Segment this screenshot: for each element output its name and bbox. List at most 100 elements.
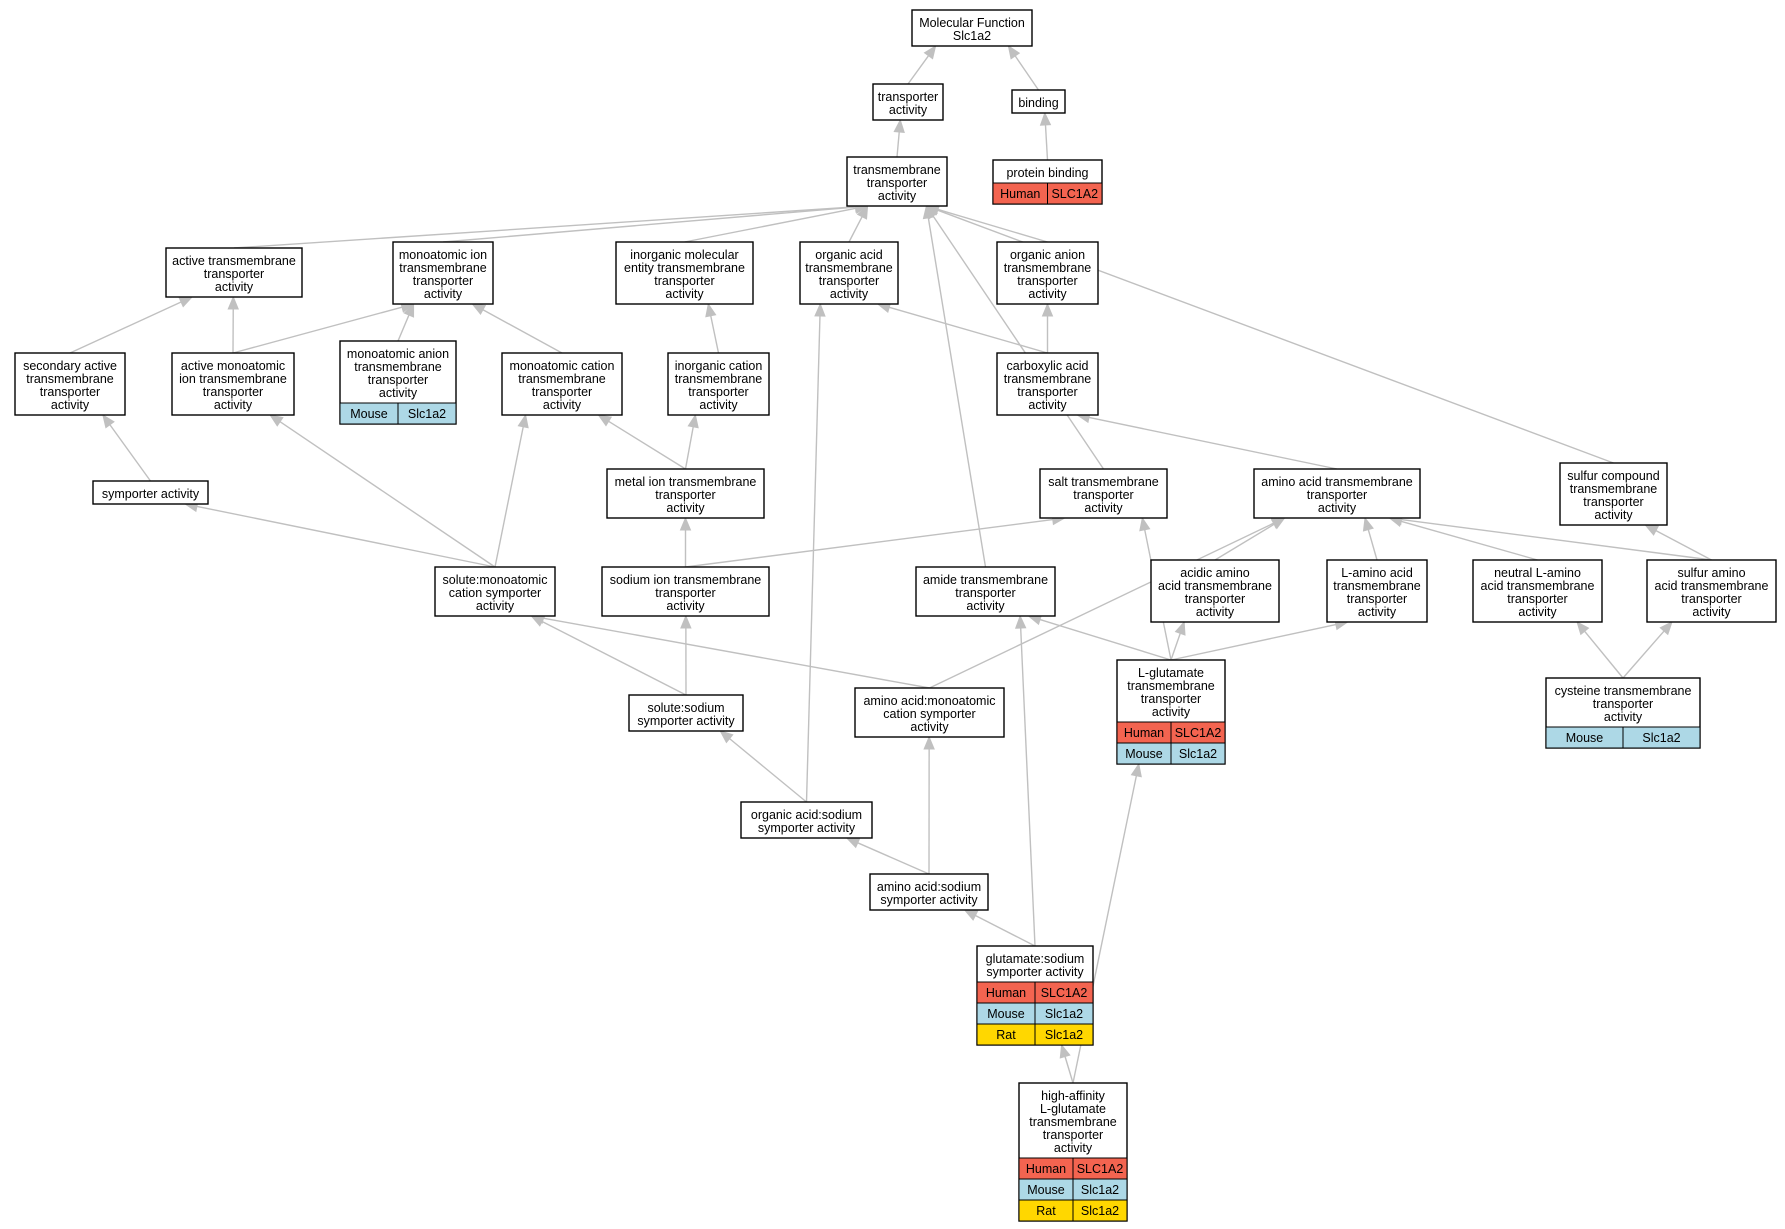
edge-tta-to-ta — [893, 118, 905, 158]
go-term-node-manta[interactable]: monoatomic aniontransmembranetransporter… — [339, 340, 457, 425]
edge-arrowhead — [227, 295, 239, 310]
node-label-line: activity — [666, 599, 705, 613]
node-label-line: transporter — [654, 274, 714, 288]
go-term-node-cata[interactable]: carboxylic acidtransmembranetransportera… — [996, 352, 1099, 416]
gene-symbol: Slc1a2 — [408, 407, 446, 421]
gene-symbol: Slc1a2 — [1081, 1183, 1119, 1197]
edge-line — [494, 426, 524, 568]
node-box — [171, 352, 295, 416]
node-label-line: binding — [1018, 96, 1058, 110]
edge-sss-to-sita — [680, 614, 692, 696]
edge-arrowhead — [471, 303, 487, 316]
node-label-line: amino acid:monoatomic — [863, 694, 995, 708]
edge-sym-to-satta — [102, 413, 152, 482]
edge-arrowhead — [893, 118, 905, 133]
node-label-line: activity — [830, 287, 869, 301]
node-label-line: solute:monoatomic — [443, 573, 548, 587]
edge-arrowhead — [403, 302, 415, 318]
go-term-node-laa[interactable]: L-amino acidtransmembranetransporteracti… — [1326, 559, 1428, 623]
go-term-node-hal[interactable]: high-affinityL-glutamatetransmembranetra… — [1018, 1082, 1128, 1222]
gene-symbol: SLC1A2 — [1175, 726, 1222, 740]
node-label-line: activity — [543, 398, 582, 412]
gene-symbol: Slc1a2 — [1045, 1007, 1083, 1021]
node-box — [165, 247, 303, 298]
edge-line — [927, 217, 987, 568]
node-label-line: high-affinity — [1041, 1089, 1105, 1103]
go-term-node-satta[interactable]: secondary activetransmembranetransporter… — [14, 352, 126, 416]
gene-symbol: Slc1a2 — [1642, 731, 1680, 745]
go-term-node-bind[interactable]: binding — [1011, 89, 1066, 114]
node-label-line: activity — [1518, 605, 1557, 619]
node-box — [628, 694, 744, 732]
edge-line — [397, 314, 410, 342]
edge-icta-to-imetta — [705, 302, 720, 354]
edge-lglu-to-amta — [1027, 614, 1172, 661]
go-term-node-sita[interactable]: sodium ion transmembranetransporteractiv… — [601, 566, 770, 617]
edge-line — [710, 315, 720, 354]
go-term-node-oatta[interactable]: organic acidtransmembranetransporteracti… — [799, 241, 899, 305]
gene-cell — [1047, 182, 1103, 205]
go-term-node-scta[interactable]: sulfur compoundtransmembranetransportera… — [1559, 462, 1668, 526]
edge-arrowhead — [845, 837, 861, 849]
go-term-node-icta[interactable]: inorganic cationtransmembranetransporter… — [667, 352, 770, 416]
node-label-line: activity — [51, 398, 90, 412]
edge-gss-to-amta — [1014, 614, 1036, 947]
edge-line — [1170, 633, 1181, 661]
edge-line — [1584, 630, 1624, 679]
gene-symbol: Slc1a2 — [1045, 1028, 1083, 1042]
node-label-line: acid transmembrane — [1158, 579, 1272, 593]
node-label-line: symporter activity — [637, 714, 735, 728]
go-term-node-mitta[interactable]: monoatomic iontransmembranetransporterac… — [392, 241, 494, 305]
edge-line — [805, 315, 821, 803]
go-term-node-oanta[interactable]: organic aniontransmembranetransporteract… — [996, 241, 1099, 305]
node-label-line: transporter — [819, 274, 879, 288]
edge-arrowhead — [856, 204, 869, 220]
edge-manta-to-mitta — [397, 302, 415, 342]
node-label-line: transporter — [655, 488, 715, 502]
edge-line — [543, 617, 930, 689]
edge-arrowhead — [1576, 620, 1590, 636]
go-term-node-mitr[interactable]: metal ion transmembranetransporteractivi… — [606, 468, 765, 519]
go-term-node-lglu[interactable]: L-glutamatetransmembranetransporteractiv… — [1116, 659, 1226, 765]
edge-ta-to-mf — [907, 44, 937, 85]
edge-nla-to-aata — [1388, 515, 1538, 561]
go-term-node-mcta[interactable]: monoatomic cationtransmembranetransporte… — [501, 352, 623, 416]
node-label-line: transporter — [204, 267, 264, 281]
node-box — [1472, 559, 1603, 623]
node-label-line: transporter — [955, 586, 1015, 600]
edge-line — [1400, 520, 1538, 561]
edge-amitta-to-atta — [227, 295, 239, 354]
node-label-line: transmembrane — [26, 372, 114, 386]
node-label-line: transporter — [1073, 488, 1133, 502]
node-label-line: activity — [878, 189, 917, 203]
go-term-node-cys[interactable]: cysteine transmembranetransporteractivit… — [1545, 677, 1701, 749]
edge-arrowhead — [1659, 621, 1673, 636]
node-label-line: activity — [1028, 398, 1067, 412]
edge-mcta-to-mitta — [471, 303, 563, 354]
node-label-line: transmembrane — [805, 261, 893, 275]
node-box — [1011, 89, 1066, 114]
go-term-node-aata[interactable]: amino acid transmembranetransporteractiv… — [1253, 468, 1421, 519]
go-term-node-sym[interactable]: symporter activity — [92, 480, 209, 505]
node-label-line: acidic amino — [1180, 566, 1250, 580]
edge-arrowhead — [814, 302, 826, 317]
